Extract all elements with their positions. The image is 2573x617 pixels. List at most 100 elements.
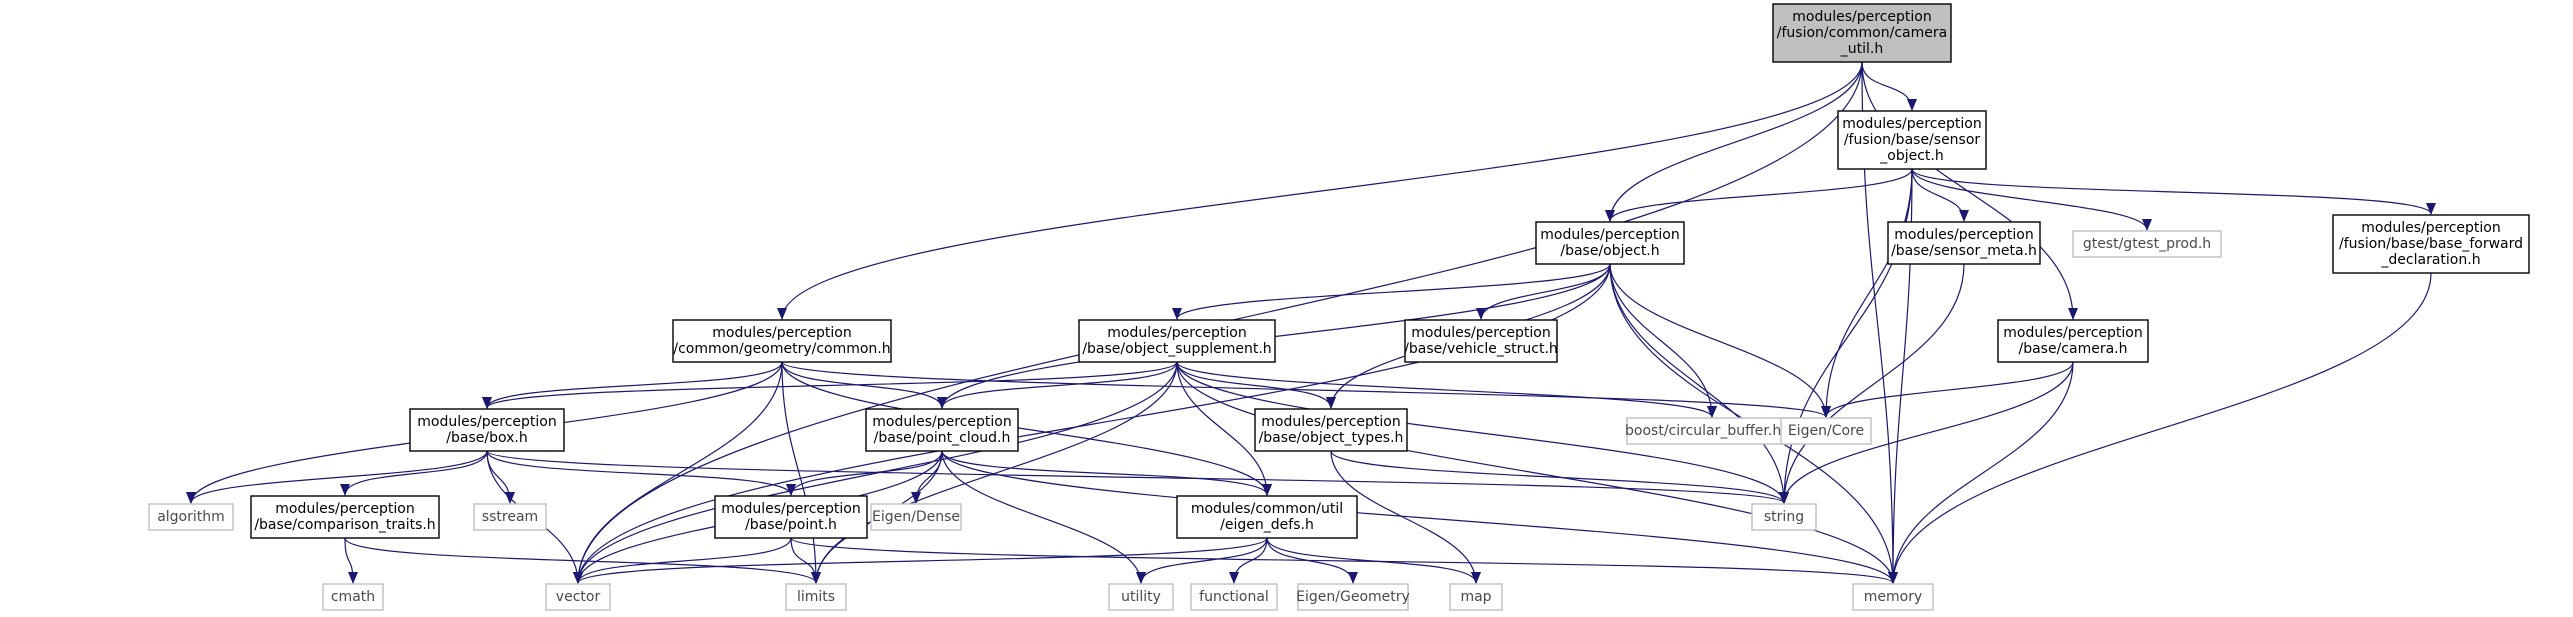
edge-camera_util-to-geom_common — [777, 61, 1863, 320]
edge-object_supplement-to-eigen_defs — [1176, 361, 1272, 496]
node-box — [1190, 583, 1278, 611]
node-camera[interactable]: modules/perception/base/camera.h — [1997, 319, 2149, 363]
node-object-supplement[interactable]: modules/perception/base/object_supplemen… — [1078, 319, 1276, 363]
edge-point-to-memory — [790, 537, 1898, 584]
node-box — [250, 495, 440, 539]
node-vehicle-struct[interactable]: modules/perception/base/vehicle_struct.h — [1404, 319, 1558, 363]
edge-eigen_defs-to-vector — [573, 537, 1268, 584]
edge-object-to-string — [1609, 263, 1789, 504]
edge-camera-to-memory — [1888, 361, 2074, 584]
node-eigen-core: Eigen/Core — [1780, 417, 1872, 445]
node-box — [148, 503, 234, 531]
node-box — [1837, 110, 1987, 170]
edge-object-to-circular_buffer — [1609, 263, 1717, 418]
node-label-line: cmath — [331, 589, 375, 605]
node-box — [865, 408, 1019, 452]
edge-geom_common-to-eigen_defs — [781, 361, 1272, 496]
node-box[interactable]: modules/perception/base/box.h — [409, 408, 565, 452]
node-object-types[interactable]: modules/perception/base/object_types.h — [1254, 408, 1408, 452]
node-vector: vector — [545, 583, 611, 611]
node-label-line: modules/perception — [1261, 414, 1400, 430]
edge-geom_common-to-box — [482, 361, 783, 409]
node-box — [1887, 221, 2041, 265]
node-eigen-defs[interactable]: modules/common/util/eigen_defs.h — [1176, 495, 1358, 539]
edge-object_supplement-to-circular_buffer — [1176, 361, 1717, 418]
node-sensor-meta[interactable]: modules/perception/base/sensor_meta.h — [1887, 221, 2041, 265]
node-box — [1297, 583, 1409, 611]
node-label-line: Eigen/Dense — [872, 509, 960, 525]
edge-object_supplement-to-object_types — [1176, 361, 1336, 409]
node-box — [1780, 417, 1872, 445]
edge-sensor_object-to-base_forward — [1911, 168, 2436, 215]
node-box — [1078, 319, 1276, 363]
edge-object-to-eigen_core — [1609, 263, 1831, 418]
edge-camera_util-to-object — [1605, 61, 1863, 222]
edge-object_supplement-to-memory — [1176, 361, 1898, 584]
node-memory: memory — [1852, 583, 1934, 611]
node-label-line: /base/comparison_traits.h — [254, 517, 435, 533]
node-object[interactable]: modules/perception/base/object.h — [1535, 221, 1685, 265]
edge-eigen_defs-to-utility — [1136, 537, 1268, 584]
node-geom-common[interactable]: modules/perception/common/geometry/commo… — [672, 319, 892, 363]
node-label-line: functional — [1199, 589, 1269, 605]
node-string: string — [1751, 503, 1817, 531]
node-box — [1108, 583, 1174, 611]
node-label-line: /fusion/base/sensor — [1844, 132, 1981, 148]
node-label-line: map — [1460, 589, 1491, 605]
node-comparison-traits[interactable]: modules/perception/base/comparison_trait… — [250, 495, 440, 539]
node-label-line: modules/perception — [1792, 9, 1931, 25]
node-box — [322, 583, 384, 611]
node-box — [2332, 214, 2530, 274]
edge-geom_common-to-eigen_core — [781, 361, 1831, 418]
edge-camera-to-eigen_core — [1821, 361, 2074, 418]
node-box — [1535, 221, 1685, 265]
node-box — [1449, 583, 1503, 611]
node-label-line: Eigen/Core — [1788, 423, 1864, 439]
node-label-line: /base/camera.h — [2019, 341, 2128, 357]
node-label-line: string — [1764, 509, 1804, 525]
node-box — [870, 503, 962, 531]
node-eigen-dense: Eigen/Dense — [870, 503, 962, 531]
node-label-line: _object.h — [1879, 148, 1943, 164]
edge-object-to-object_supplement — [1172, 263, 1611, 320]
node-label-line: sstream — [482, 509, 538, 525]
node-box — [672, 319, 892, 363]
node-box — [1772, 3, 1952, 63]
node-map: map — [1449, 583, 1503, 611]
node-label-line: modules/perception — [275, 501, 414, 517]
node-gtest-prod: gtest/gtest_prod.h — [2072, 230, 2222, 258]
edge-geom_common-to-vector — [573, 361, 783, 584]
edge-comparison_traits-to-limits — [344, 537, 821, 584]
node-utility: utility — [1108, 583, 1174, 611]
edge-sensor_object-to-sensor_meta — [1911, 168, 1969, 222]
node-label-line: gtest/gtest_prod.h — [2083, 236, 2211, 252]
edge-point-to-limits — [790, 537, 821, 584]
node-label-line: boost/circular_buffer.hpp — [1625, 423, 1799, 439]
node-base-forward[interactable]: modules/perception/fusion/base/base_forw… — [2332, 214, 2530, 274]
node-box — [2072, 230, 2222, 258]
node-label-line: modules/perception — [2003, 325, 2142, 341]
node-label-line: /fusion/common/camera — [1777, 25, 1947, 41]
node-box — [1254, 408, 1408, 452]
node-label-line: modules/perception — [721, 501, 860, 517]
edge-point_cloud-to-eigen_defs — [941, 450, 1272, 496]
node-label-line: /base/box.h — [446, 430, 527, 446]
node-label-line: modules/perception — [1107, 325, 1246, 341]
node-label-line: Eigen/Geometry — [1296, 589, 1410, 605]
node-label-line: /base/sensor_meta.h — [1891, 243, 2037, 259]
node-camera-util[interactable]: modules/perception/fusion/common/camera_… — [1772, 3, 1952, 63]
node-point[interactable]: modules/perception/base/point.h — [714, 495, 868, 539]
node-cmath: cmath — [322, 583, 384, 611]
node-algorithm: algorithm — [148, 503, 234, 531]
node-label-line: /base/point_cloud.h — [874, 430, 1011, 446]
node-circular-buffer: boost/circular_buffer.hpp — [1625, 417, 1799, 445]
node-label-line: /base/object_supplement.h — [1082, 341, 1271, 357]
node-point-cloud[interactable]: modules/perception/base/point_cloud.h — [865, 408, 1019, 452]
edge-eigen_defs-to-eigen_geometry — [1266, 537, 1358, 584]
node-sensor-object[interactable]: modules/perception/fusion/base/sensor_ob… — [1837, 110, 1987, 170]
node-box — [1626, 417, 1798, 445]
node-label-line: memory — [1864, 589, 1923, 605]
node-sstream: sstream — [473, 503, 547, 531]
node-label-line: _util.h — [1840, 41, 1883, 57]
edge-sensor_object-to-object — [1605, 168, 1913, 222]
